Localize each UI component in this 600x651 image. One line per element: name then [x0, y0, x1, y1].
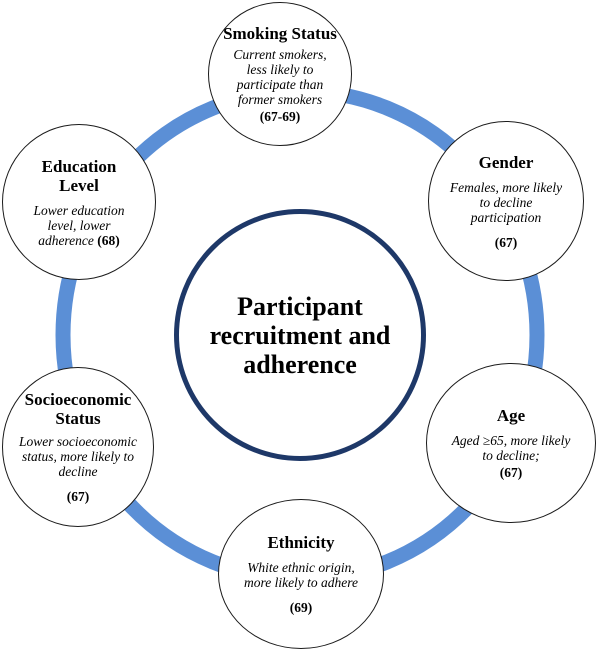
center-label: Participant recruitment and adherence — [209, 291, 391, 379]
node-title: Age — [496, 406, 526, 425]
node-reference: (69) — [289, 600, 313, 615]
node-smoking-status: Smoking Status Current smokers, less lik… — [208, 2, 352, 146]
node-title: Socioeconomic Status — [24, 390, 132, 428]
node-age: Age Aged ≥65, more likely to decline; (6… — [426, 363, 596, 523]
node-description: White ethnic origin, more likely to adhe… — [243, 560, 359, 590]
node-title: Smoking Status — [223, 24, 337, 43]
node-description: Aged ≥65, more likely to decline; — [451, 433, 571, 463]
node-reference: (67) — [499, 465, 523, 480]
node-reference: (67) — [494, 234, 518, 250]
node-description: Females, more likely to decline particip… — [449, 179, 563, 225]
node-reference: (68) — [97, 232, 120, 248]
node-description: Lower socioeconomic status, more likely … — [18, 434, 138, 479]
node-reference: (67-69) — [259, 109, 301, 124]
center-circle: Participant recruitment and adherence — [174, 209, 426, 461]
node-title: Education Level — [41, 156, 117, 195]
node-title: Ethnicity — [267, 533, 335, 552]
node-reference: (67) — [66, 489, 90, 504]
node-description: Lower education level, lower adherence (… — [21, 203, 137, 248]
node-description: Current smokers, less likely to particip… — [233, 47, 327, 107]
node-socioeconomic-status: Socioeconomic Status Lower socioeconomic… — [2, 367, 154, 527]
node-description-text: Lower education level, lower adherence — [33, 202, 125, 248]
node-ethnicity: Ethnicity White ethnic origin, more like… — [218, 499, 384, 649]
node-gender: Gender Females, more likely to decline p… — [428, 121, 584, 281]
node-education-level: Education Level Lower education level, l… — [2, 124, 156, 280]
node-title: Gender — [478, 152, 534, 172]
